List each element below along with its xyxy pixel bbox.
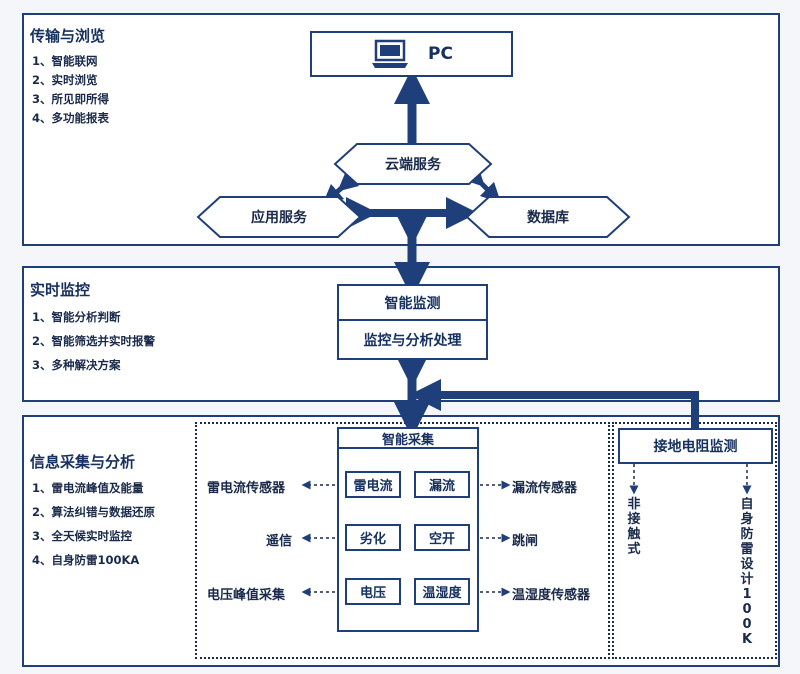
list-item: 1、智能联网 bbox=[32, 54, 98, 68]
collection-title: 信息采集与分析 bbox=[30, 453, 136, 471]
collect-cell-label: 电压 bbox=[359, 586, 386, 601]
list-item: 1、雷电流峰值及能量 bbox=[32, 481, 144, 495]
collect-cell: 劣化 bbox=[345, 524, 401, 551]
collect-cell: 漏流 bbox=[414, 471, 470, 498]
collection-feature-list: 1、雷电流峰值及能量 2、算法纠错与数据还原 3、全天候实时监控 4、自身防雷1… bbox=[32, 476, 155, 572]
database-label: 数据库 bbox=[527, 210, 569, 226]
ground-right-vertical-label: 自身防雷设计100K bbox=[740, 497, 754, 647]
output-label-left: 电压峰值采集 bbox=[207, 588, 286, 603]
list-item: 2、实时浏览 bbox=[32, 73, 98, 87]
list-item: 2、智能筛选并实时报警 bbox=[32, 334, 156, 348]
list-item: 3、全天候实时监控 bbox=[32, 529, 133, 543]
ground-to-monitor-arrow bbox=[409, 379, 699, 428]
collect-title: 智能采集 bbox=[381, 432, 434, 448]
collect-title-bar: 智能采集 bbox=[337, 427, 479, 449]
collect-cell: 雷电流 bbox=[345, 471, 401, 498]
monitor-top-label: 智能监测 bbox=[384, 295, 441, 312]
list-item: 4、自身防雷100KA bbox=[32, 553, 140, 567]
collect-cell-label: 雷电流 bbox=[353, 479, 393, 494]
ground-resistance-label: 接地电阻监测 bbox=[653, 439, 738, 455]
pc-box: PC bbox=[310, 31, 513, 77]
cloud-app-arrow bbox=[322, 170, 360, 205]
list-item: 3、所见即所得 bbox=[32, 92, 110, 106]
monitoring-feature-list: 1、智能分析判断 2、智能筛选并实时报警 3、多种解决方案 bbox=[32, 305, 155, 377]
app-service-label: 应用服务 bbox=[251, 210, 307, 226]
ground-resistance-box: 接地电阻监测 bbox=[618, 428, 773, 464]
output-label-left: 遥信 bbox=[266, 534, 293, 549]
collect-cell-label: 漏流 bbox=[428, 479, 455, 494]
laptop-icon bbox=[372, 39, 409, 68]
cloud-database-arrow bbox=[463, 165, 502, 204]
monitor-box-top: 智能监测 bbox=[337, 284, 488, 321]
output-label-right: 温湿度传感器 bbox=[512, 588, 591, 603]
collect-cell: 空开 bbox=[414, 524, 470, 551]
pc-label: PC bbox=[428, 44, 453, 64]
transmission-title: 传输与浏览 bbox=[30, 27, 106, 45]
output-label-right: 漏流传感器 bbox=[512, 481, 578, 496]
list-item: 2、算法纠错与数据还原 bbox=[32, 505, 156, 519]
cloud-service-node bbox=[333, 143, 493, 185]
collect-cell: 电压 bbox=[345, 578, 401, 605]
output-label-right: 跳闸 bbox=[512, 534, 539, 549]
app-service-node bbox=[196, 196, 362, 238]
monitor-bottom-label: 监控与分析处理 bbox=[363, 332, 462, 349]
list-item: 4、多功能报表 bbox=[32, 111, 110, 125]
collect-cell-label: 温湿度 bbox=[422, 586, 462, 601]
collect-cell-label: 空开 bbox=[428, 532, 455, 547]
ground-left-vertical-label: 非接触式 bbox=[627, 497, 641, 557]
cloud-service-label: 云端服务 bbox=[385, 157, 441, 173]
list-item: 3、多种解决方案 bbox=[32, 358, 121, 372]
monitoring-title: 实时监控 bbox=[30, 281, 91, 299]
collect-cell-label: 劣化 bbox=[359, 532, 386, 547]
database-node bbox=[465, 196, 631, 238]
transmission-feature-list: 1、智能联网 2、实时浏览 3、所见即所得 4、多功能报表 bbox=[32, 52, 109, 128]
output-label-left: 雷电流传感器 bbox=[207, 481, 286, 496]
collect-cell: 温湿度 bbox=[414, 578, 470, 605]
list-item: 1、智能分析判断 bbox=[32, 310, 121, 324]
monitor-box-bottom: 监控与分析处理 bbox=[337, 319, 488, 360]
